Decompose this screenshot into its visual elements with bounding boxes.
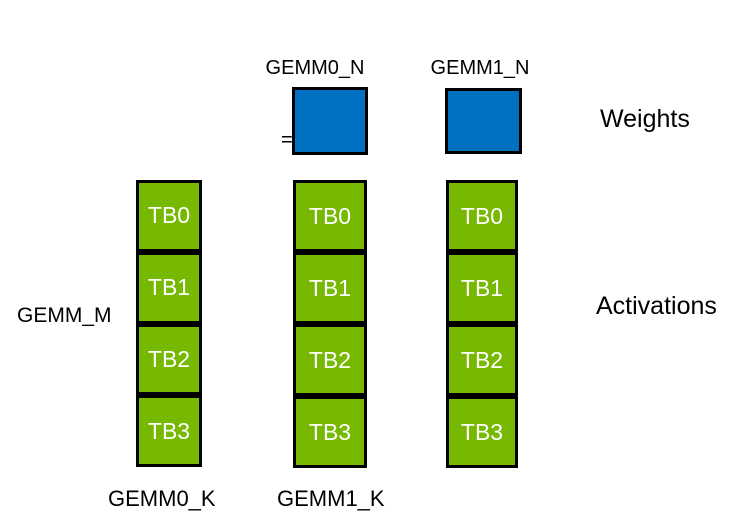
activation-column-0: TB0 TB1 TB2 TB3 [136,180,202,467]
tb-cell-2-2: TB2 [446,324,518,396]
tb-cell-2-0: TB0 [446,180,518,252]
tb-cell-1-1: TB1 [293,252,367,324]
tb-cell-label: TB3 [460,418,504,445]
tb-cell-2-3: TB3 [446,396,518,468]
tb-cell-label: TB0 [460,202,504,229]
tb-cell-0-1: TB1 [136,251,202,324]
tb-cell-1-0: TB0 [293,180,367,252]
tb-cell-0-3: TB3 [136,395,202,467]
tb-cell-label: TB2 [460,346,504,373]
activations-label: Activations [596,292,717,320]
tb-cell-1-3: TB3 [293,396,367,468]
tb-cell-label: TB2 [308,346,352,373]
gemm-m-label: GEMM_M [17,304,112,327]
weights-label: Weights [600,105,690,133]
weight-block-0 [292,87,368,155]
tb-cell-2-1: TB1 [446,252,518,324]
tb-cell-1-2: TB2 [293,324,367,396]
activation-column-1: TB0 TB1 TB2 TB3 [293,180,367,468]
weight-block-1 [445,88,522,154]
tb-cell-label: TB3 [147,417,191,444]
gemm0-n-line1: GEMM0_N [265,57,365,79]
tb-cell-label: TB1 [147,274,191,301]
tb-cell-label: TB0 [308,202,352,229]
gemm0-k-label: GEMM0_K [108,486,216,511]
tb-cell-label: TB2 [147,345,191,372]
gemm1-n-line1: GEMM1_N [430,57,530,79]
activation-column-2: TB0 TB1 TB2 TB3 [446,180,518,468]
tb-cell-0-0: TB0 [136,180,202,252]
tb-cell-label: TB1 [460,274,504,301]
tb-cell-0-2: TB2 [136,323,202,396]
tb-cell-label: TB1 [308,274,352,301]
tb-cell-label: TB0 [147,202,191,229]
gemm1-k-label: GEMM1_K [277,486,385,511]
tb-cell-label: TB3 [308,418,352,445]
